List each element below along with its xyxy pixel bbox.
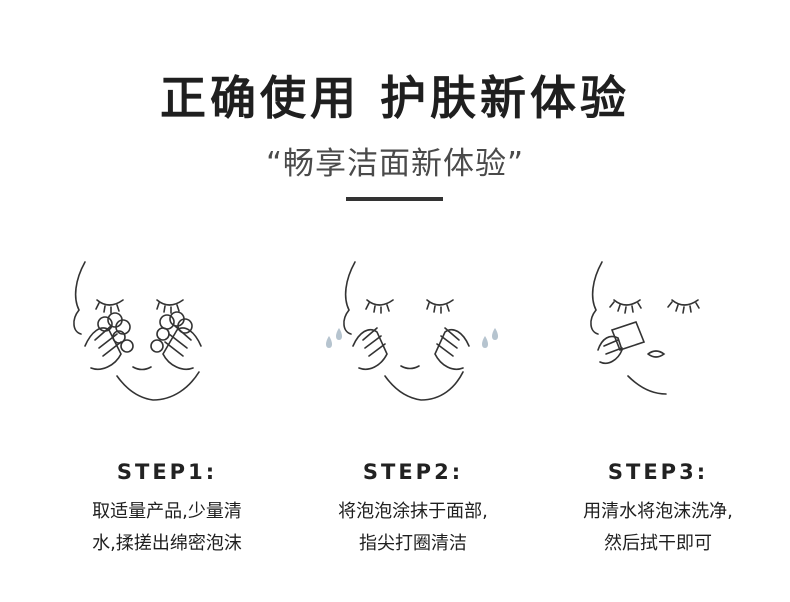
step-1-line-1: 取适量产品,少量清: [92, 501, 242, 522]
title-divider: [346, 197, 443, 201]
step-3-line-1: 用清水将泡沫洗净,: [583, 501, 733, 522]
step-2-line-1: 将泡泡涂抹于面部,: [338, 501, 488, 522]
face-massage-illustration: [326, 261, 498, 401]
step-3-panel: STEP3: 用清水将泡沫洗净, 然后拭干即可: [548, 250, 768, 590]
step-2-text: 将泡泡涂抹于面部, 指尖打圈清洁: [303, 496, 523, 560]
step-1-line-2: 水,揉搓出绵密泡沫: [92, 533, 242, 554]
step-2-panel: STEP2: 将泡泡涂抹于面部, 指尖打圈清洁: [303, 250, 523, 590]
step-1-text: 取适量产品,少量清 水,揉搓出绵密泡沫: [57, 496, 277, 560]
face-towel-illustration: [590, 261, 700, 395]
step-2-line-2: 指尖打圈清洁: [359, 533, 467, 554]
step-1-panel: STEP1: 取适量产品,少量清 水,揉搓出绵密泡沫: [57, 250, 277, 590]
step-3-line-2: 然后拭干即可: [604, 533, 712, 554]
step-3-text: 用清水将泡沫洗净, 然后拭干即可: [548, 496, 768, 560]
face-foam-illustration: [73, 261, 202, 401]
step-1-label: STEP1:: [116, 460, 218, 484]
step-3-label: STEP3:: [607, 460, 709, 484]
page-subtitle: “畅享洁面新体验”: [265, 146, 525, 182]
step-2-label: STEP2:: [362, 460, 464, 484]
page-title: 正确使用 护肤新体验: [159, 71, 630, 125]
